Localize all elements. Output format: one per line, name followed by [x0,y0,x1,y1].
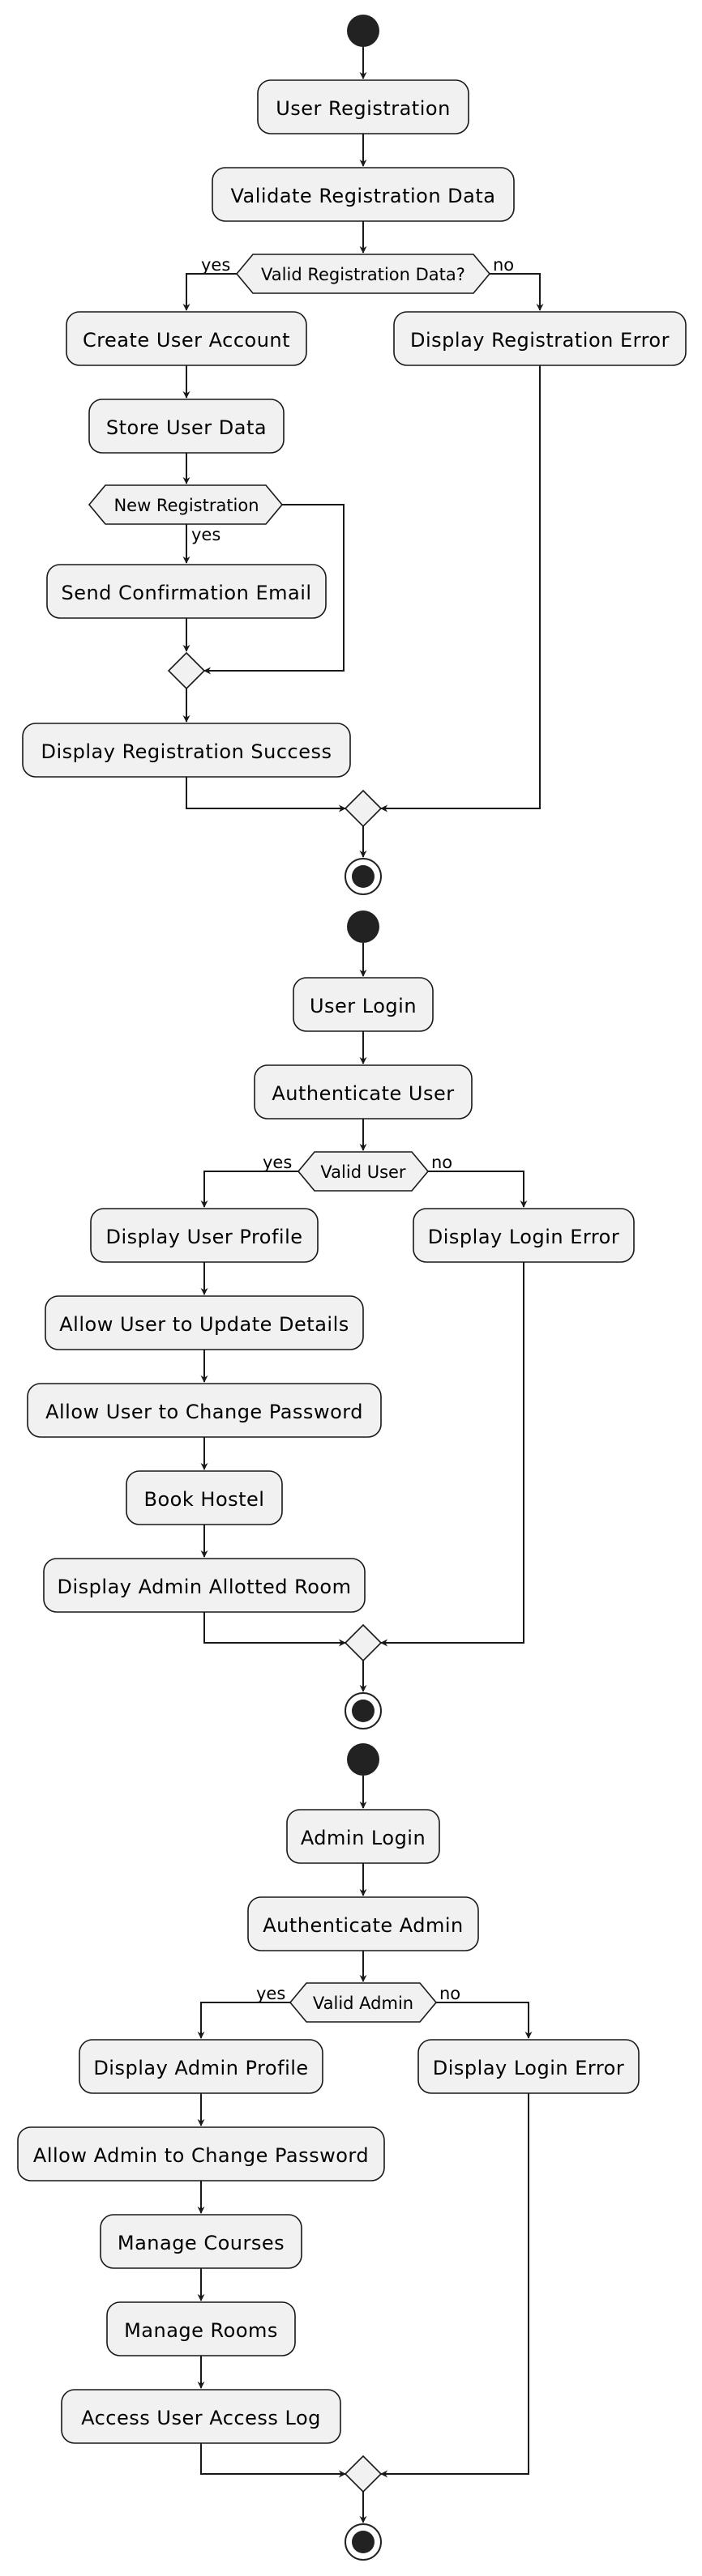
svg-text:Authenticate User: Authenticate User [272,1082,454,1105]
svg-text:Validate Registration Data: Validate Registration Data [230,185,495,207]
flow-arrow [380,2093,529,2478]
svg-text:Display Login Error: Display Login Error [433,2057,624,2079]
decision-valid-registration-data: Valid Registration Data? [235,254,491,294]
action-authenticate-user: Authenticate User [254,1064,473,1120]
svg-text:Allow Admin to Change Password: Allow Admin to Change Password [33,2144,369,2167]
action-create-user-account: Create User Account [66,311,307,366]
svg-text:Send Confirmation Email: Send Confirmation Email [61,582,311,604]
action-access-user-access-log: Access User Access Log [61,2389,341,2444]
action-allow-user-update-details: Allow User to Update Details [45,1295,364,1350]
svg-text:Create User Account: Create User Account [83,329,290,352]
svg-text:Access User Access Log: Access User Access Log [81,2407,321,2429]
decision-valid-admin: Valid Admin [289,1982,438,2023]
action-display-admin-allotted-room: Display Admin Allotted Room [43,1558,366,1613]
decision-valid-user: Valid User [297,1151,430,1192]
action-admin-login: Admin Login [286,1809,440,1864]
svg-text:Display User Profile: Display User Profile [105,1226,302,1248]
svg-text:User Login: User Login [310,995,417,1017]
action-book-hostel: Book Hostel [126,1470,283,1525]
branch-label-no: no [439,1984,460,2003]
action-display-user-profile: Display User Profile [90,1208,319,1263]
flow-arrow [186,777,346,812]
flow-arrow-yes [200,1171,298,1208]
action-manage-rooms: Manage Rooms [106,2301,296,2356]
decision-new-registration: New Registration [88,484,284,525]
flow-arrow-no [490,273,544,311]
branch-label-no: no [431,1153,452,1172]
svg-text:Book Hostel: Book Hostel [144,1488,265,1511]
end-node [345,2523,382,2561]
svg-text:User Registration: User Registration [276,97,451,120]
svg-text:Manage Rooms: Manage Rooms [124,2319,278,2342]
action-store-user-data: Store User Data [88,399,285,454]
action-send-confirmation-email: Send Confirmation Email [46,564,327,619]
action-display-admin-profile: Display Admin Profile [79,2039,323,2094]
start-node [347,1743,379,1776]
end-node [345,858,382,895]
action-allow-user-change-password: Allow User to Change Password [27,1383,382,1438]
merge-node [344,1623,383,1662]
branch-label-no: no [493,255,514,275]
start-node [347,911,379,943]
action-validate-registration-data: Validate Registration Data [212,167,515,222]
branch-label-yes: yes [256,1984,285,2003]
svg-text:Display Login Error: Display Login Error [428,1226,619,1248]
svg-text:Allow User to Update Details: Allow User to Update Details [59,1313,349,1336]
svg-text:Valid Registration Data?: Valid Registration Data? [261,265,465,284]
flow-arrow-yes [197,2002,290,2039]
merge-node [344,789,383,828]
flow-arrow-skip [203,504,345,675]
flow-arrow-no [428,1171,528,1208]
flow-arrow-no [436,2002,533,2039]
merge-node [167,651,206,690]
svg-text:Display Admin Profile: Display Admin Profile [93,2057,308,2079]
action-manage-courses: Manage Courses [100,2214,302,2269]
svg-text:Store User Data: Store User Data [106,416,267,439]
svg-text:New Registration: New Registration [113,496,259,515]
flow-arrow-yes [182,273,237,311]
svg-text:Allow User to Change Password: Allow User to Change Password [45,1401,363,1423]
flow-arrow [200,2443,346,2478]
branch-label-yes: yes [201,255,230,275]
action-display-registration-success: Display Registration Success [22,723,351,778]
start-node [347,15,379,47]
action-user-login: User Login [293,977,434,1032]
action-display-login-error: Display Login Error [417,2039,640,2094]
svg-text:Valid Admin: Valid Admin [313,1994,413,2013]
end-node [345,1692,382,1729]
action-display-login-error: Display Login Error [413,1208,635,1263]
svg-text:Admin Login: Admin Login [301,1827,426,1849]
flow-arrow [380,365,541,812]
action-authenticate-admin: Authenticate Admin [247,1896,479,1951]
action-allow-admin-change-password: Allow Admin to Change Password [17,2126,385,2181]
branch-label-yes: yes [191,525,220,544]
svg-text:Display Admin Allotted Room: Display Admin Allotted Room [58,1576,352,1598]
svg-text:Display Registration Error: Display Registration Error [410,329,670,352]
action-display-registration-error: Display Registration Error [393,311,687,366]
svg-text:Authenticate Admin: Authenticate Admin [263,1914,464,1937]
merge-node [344,2454,383,2493]
flow-arrow [203,1612,346,1647]
svg-text:Display Registration Success: Display Registration Success [41,740,332,763]
svg-text:Valid User: Valid User [320,1162,406,1182]
action-user-registration: User Registration [257,79,469,134]
flow-arrow [380,1262,524,1647]
branch-label-yes: yes [263,1153,292,1172]
svg-text:Manage Courses: Manage Courses [118,2232,285,2254]
